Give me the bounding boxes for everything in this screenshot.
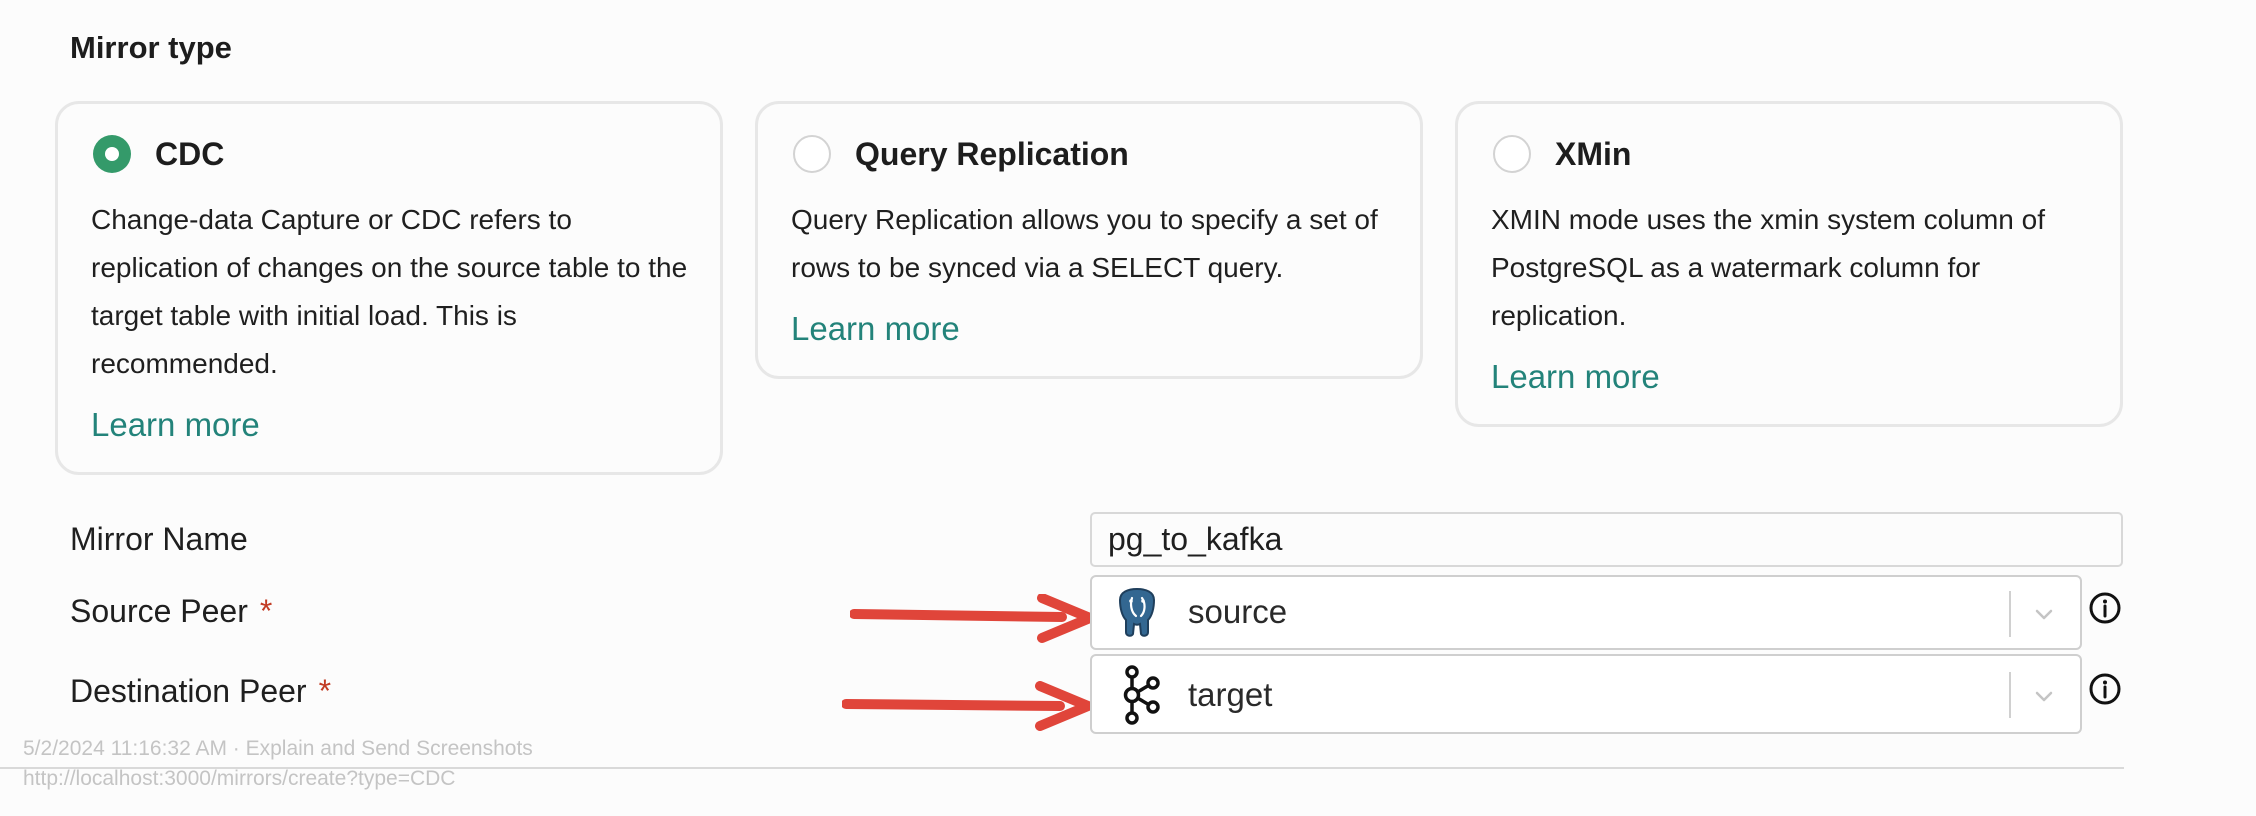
radio-cdc[interactable] [93, 135, 131, 173]
learn-more-link[interactable]: Learn more [1491, 358, 1660, 395]
card-title: Query Replication [855, 136, 1129, 172]
card-description: Change-data Capture or CDC refers to rep… [91, 204, 688, 379]
info-icon[interactable] [2088, 591, 2122, 625]
postgresql-elephant-icon [1118, 587, 1156, 637]
destination-peer-label: Destination Peer * [70, 673, 331, 710]
chevron-down-icon[interactable] [2029, 681, 2059, 711]
card-title: CDC [155, 136, 225, 172]
destination-peer-value: target [1188, 676, 1273, 713]
kafka-icon [1123, 665, 1160, 725]
card-description: XMIN mode uses the xmin system column of… [1491, 204, 2045, 331]
mirror-type-card-xmin[interactable]: XMin XMIN mode uses the xmin system colu… [1455, 101, 2123, 427]
select-separator [2009, 591, 2011, 637]
card-title: XMin [1555, 136, 1632, 172]
divider [0, 767, 2124, 769]
card-description: Query Replication allows you to specify … [791, 204, 1378, 283]
screenshot-timestamp: 5/2/2024 11:16:32 AM · Explain and Send … [23, 737, 533, 760]
screenshot-url: http://localhost:3000/mirrors/create?typ… [23, 767, 456, 790]
radio-xmin[interactable] [1493, 135, 1531, 173]
annotation-arrow-destination [842, 681, 1093, 731]
required-asterisk: * [259, 593, 273, 629]
learn-more-link[interactable]: Learn more [791, 310, 960, 347]
radio-query-replication[interactable] [793, 135, 831, 173]
source-peer-label: Source Peer * [70, 593, 272, 630]
destination-peer-select[interactable]: target [1090, 654, 2082, 734]
source-peer-value: source [1188, 593, 1288, 630]
chevron-down-icon[interactable] [2029, 599, 2059, 629]
source-peer-select[interactable]: source [1090, 575, 2082, 650]
destination-peer-label-text: Destination Peer [70, 673, 307, 709]
info-icon[interactable] [2088, 672, 2122, 706]
mirror-name-label: Mirror Name [70, 521, 248, 557]
source-peer-label-text: Source Peer [70, 593, 248, 629]
mirror-type-card-cdc[interactable]: CDC Change-data Capture or CDC refers to… [55, 101, 723, 475]
mirror-name-input[interactable] [1090, 512, 2123, 567]
mirror-type-card-query-replication[interactable]: Query Replication Query Replication allo… [755, 101, 1423, 379]
select-separator [2009, 672, 2011, 718]
required-asterisk: * [318, 673, 332, 709]
learn-more-link[interactable]: Learn more [91, 406, 260, 443]
annotation-arrow-source [850, 594, 1095, 643]
section-title: Mirror type [70, 30, 232, 65]
